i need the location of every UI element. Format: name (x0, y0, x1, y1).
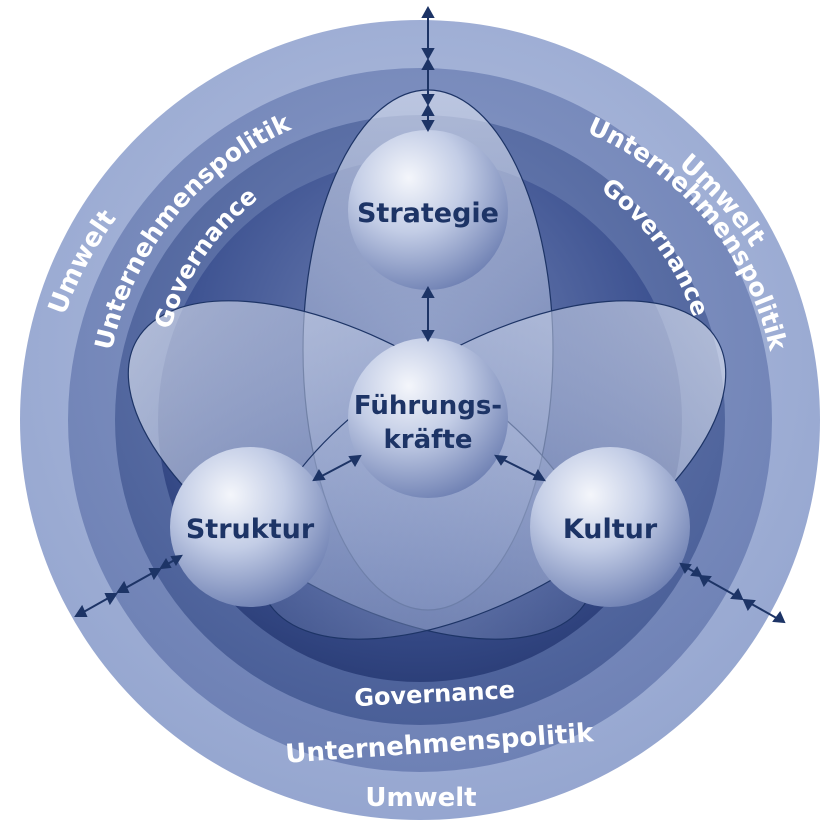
sphere-strategie (348, 130, 508, 290)
arrow-strategie-center (421, 285, 435, 343)
label-struktur: Struktur (186, 514, 315, 545)
arrow-right-inner (679, 562, 703, 578)
sphere-fuehrungskraefte (348, 338, 508, 498)
label-fuehrungskraefte-line2: kräfte (383, 425, 472, 455)
node-struktur: Struktur (170, 447, 330, 607)
node-strategie: Strategie (348, 130, 508, 290)
label-strategie: Strategie (357, 198, 499, 229)
arrow-center-struktur (312, 454, 362, 482)
arrow-right-middle (698, 574, 744, 601)
node-fuehrungskraefte: Führungs- kräfte (348, 338, 508, 498)
label-kultur: Kultur (563, 514, 658, 545)
arrow-center-kultur (494, 454, 547, 482)
label-umwelt-bottom: Umwelt (365, 783, 476, 813)
arrow-right-outer (742, 598, 786, 624)
label-fuehrungskraefte-line1: Führungs- (354, 391, 502, 421)
arrow-top-outer (421, 5, 435, 61)
node-kultur: Kultur (530, 447, 690, 607)
arrow-left-middle (116, 568, 162, 593)
arrows (74, 5, 786, 624)
sphere-struktur (170, 447, 330, 607)
sphere-kultur (530, 447, 690, 607)
arrow-left-outer (74, 593, 118, 617)
arrow-top-middle (421, 57, 435, 107)
arrow-left-inner (159, 554, 183, 570)
arrow-top-inner (421, 103, 435, 133)
